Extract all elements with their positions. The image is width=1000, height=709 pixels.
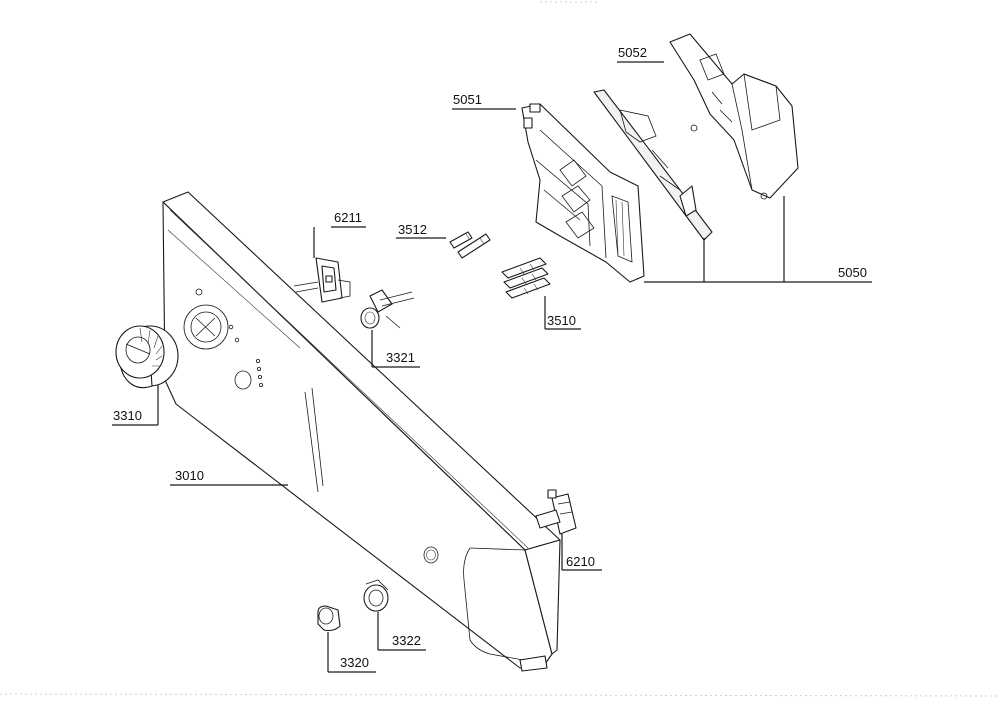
label-6210: 6210 — [566, 554, 595, 569]
part-switch-6210 — [535, 489, 577, 535]
leader-lines — [112, 61, 872, 673]
label-3310: 3310 — [113, 408, 142, 423]
label-5052: 5052 — [618, 45, 647, 60]
part-control-panel-3010 — [162, 191, 561, 672]
label-3321: 3321 — [386, 350, 415, 365]
part-switch-6211 — [293, 257, 351, 303]
part-cover-5052 — [669, 33, 799, 200]
label-3510: 3510 — [547, 313, 576, 328]
label-3320: 3320 — [340, 655, 369, 670]
label-3322: 3322 — [392, 633, 421, 648]
part-terminals-3510 — [501, 257, 551, 299]
part-button-3320 — [317, 605, 341, 632]
label-6211: 6211 — [334, 210, 362, 225]
part-pcb-frame-5051 — [521, 103, 645, 283]
part-ring-3322 — [363, 579, 389, 612]
part-pins-3512 — [449, 231, 491, 259]
label-5050: 5050 — [838, 265, 867, 280]
part-lamp-holder-3321 — [360, 289, 415, 329]
scan-edge-bottom — [0, 693, 1000, 697]
part-pcb-board — [593, 89, 713, 241]
part-knob-3310 — [115, 325, 179, 389]
label-3010: 3010 — [175, 468, 204, 483]
label-3512: 3512 — [398, 222, 427, 237]
label-5051: 5051 — [453, 92, 482, 107]
